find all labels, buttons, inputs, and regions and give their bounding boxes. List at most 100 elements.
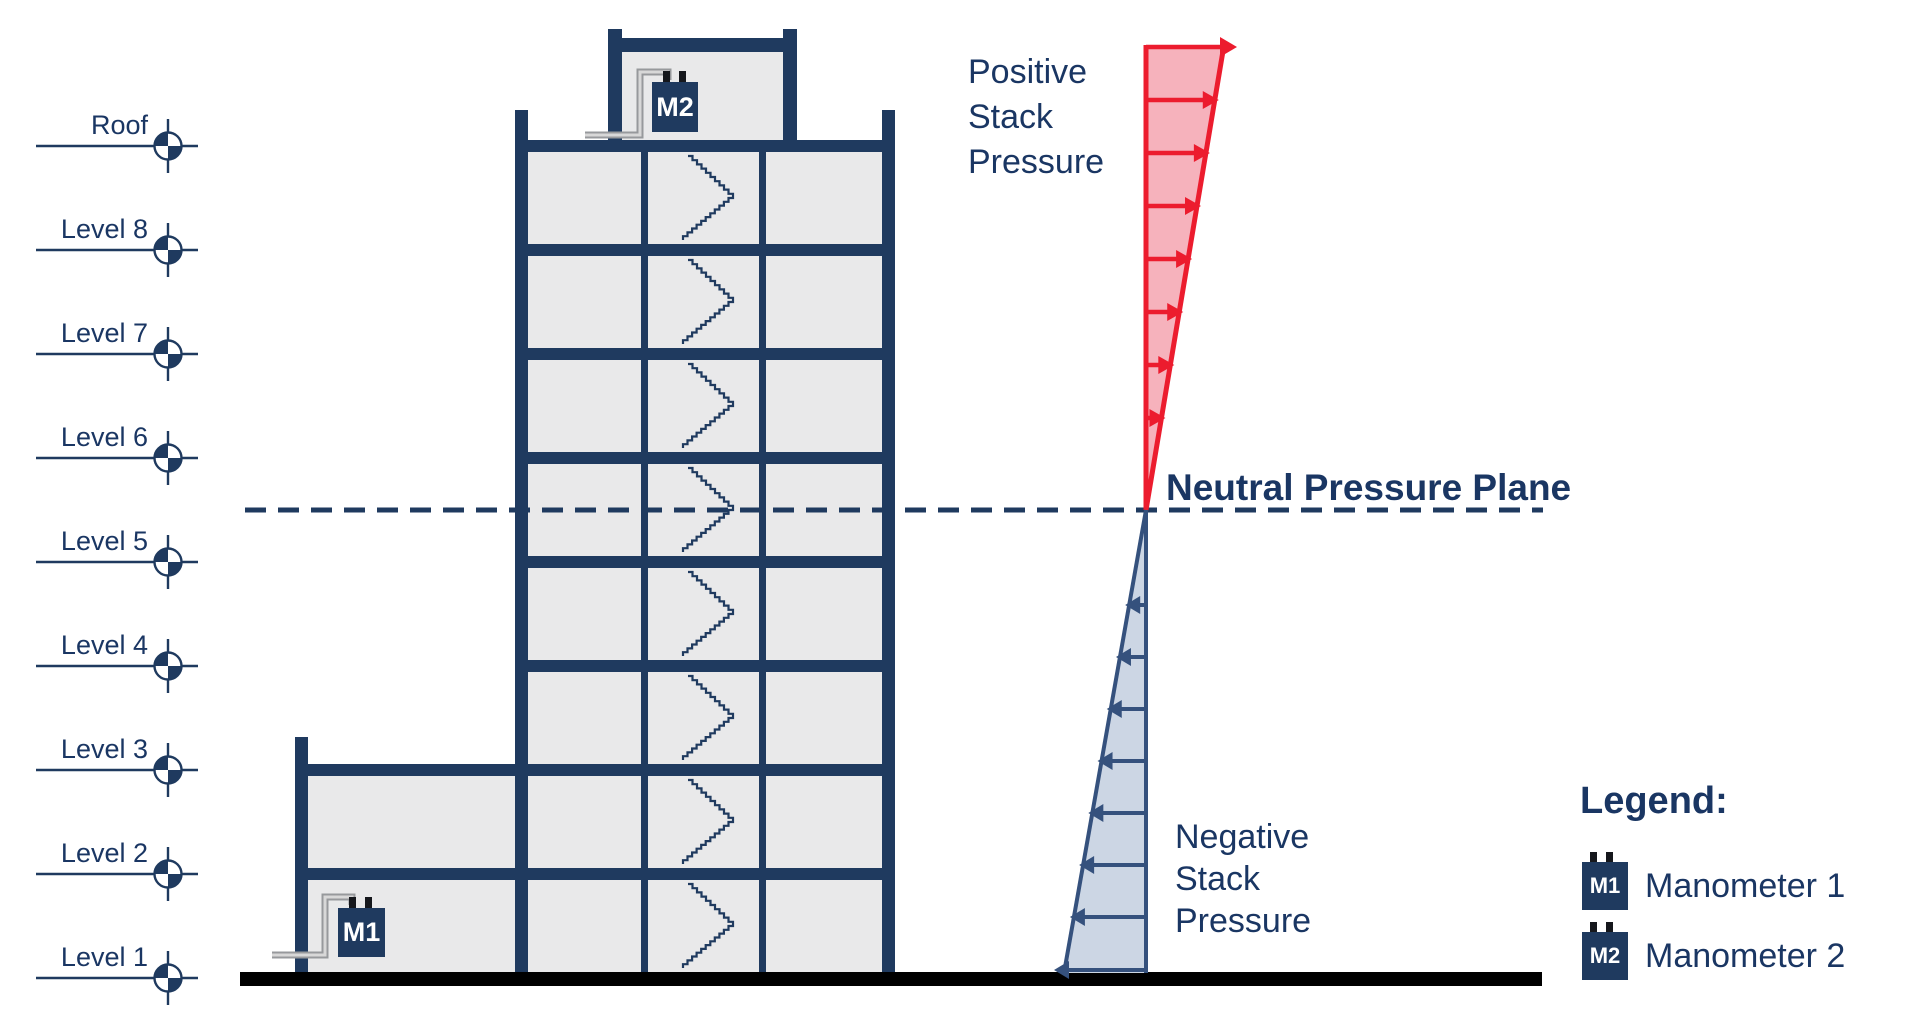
negative-stack-pressure-label: Negative Stack Pressure <box>1175 818 1312 940</box>
m1-prong-right <box>365 897 372 908</box>
negative-pressure-arrow-head <box>1088 804 1104 822</box>
negative-pressure-arrow-head <box>1115 648 1131 666</box>
floor-slab-level2 <box>295 868 895 880</box>
datum-quadrant-se <box>168 770 182 784</box>
stair-zigzag <box>681 258 735 344</box>
positive-pressure-arrow-head <box>1167 303 1184 321</box>
m2-prong-left <box>663 71 670 82</box>
stair-shaft-wall-right <box>759 152 766 972</box>
level-label: Level 8 <box>60 214 148 244</box>
legend-manometer-1-label: Manometer 1 <box>1645 867 1846 905</box>
penthouse-wall-left <box>608 29 622 140</box>
m2-prong-right <box>679 71 686 82</box>
tower-wall-right <box>882 110 895 972</box>
floor-slab-level8 <box>515 244 895 256</box>
floor-slab-level4 <box>515 660 895 672</box>
datum-quadrant-nw <box>154 756 168 770</box>
negative-pressure-arrow-head <box>1106 700 1122 718</box>
legend-m2-prong-right <box>1606 922 1613 933</box>
level-label: Level 3 <box>60 734 148 764</box>
level-label: Level 4 <box>60 630 148 660</box>
manometer-m1-label: M1 <box>342 917 381 947</box>
datum-quadrant-nw <box>154 652 168 666</box>
stair-zigzag <box>681 674 735 760</box>
tower-wall-left <box>515 110 528 972</box>
level-marker <box>36 119 198 173</box>
datum-quadrant-nw <box>154 444 168 458</box>
m1-prong-left <box>349 897 356 908</box>
stair-zigzags <box>681 154 735 968</box>
datum-quadrant-se <box>168 250 182 264</box>
negative-stack-pressure-triangle <box>1054 509 1148 979</box>
datum-quadrant-se <box>168 666 182 680</box>
level-marker <box>36 743 198 797</box>
positive-pressure-arrow-head <box>1220 37 1237 57</box>
stair-zigzag <box>681 570 735 656</box>
legend-manometer-2-icon: M2 <box>1582 932 1628 980</box>
legend-manometer-1-icon: M1 <box>1582 862 1628 910</box>
floor-slab-level7 <box>515 348 895 360</box>
penthouse-interior <box>608 38 797 140</box>
legend-m1-prong-left <box>1590 852 1597 863</box>
tower-roof-slab <box>515 140 895 152</box>
level-label: Level 7 <box>60 318 148 348</box>
level-marker <box>36 847 198 901</box>
positive-pressure-arrow-head <box>1158 356 1175 374</box>
stair-zigzag <box>681 362 735 448</box>
negative-pressure-arrow-head <box>1069 908 1085 926</box>
level-marker <box>36 327 198 381</box>
datum-quadrant-se <box>168 562 182 576</box>
positive-pressure-arrow-head <box>1149 409 1166 427</box>
level-marker <box>36 223 198 277</box>
positive-pressure-arrow-head <box>1193 144 1210 162</box>
datum-quadrant-nw <box>154 964 168 978</box>
positive-stack-pressure-triangle <box>1143 37 1237 511</box>
datum-quadrant-se <box>168 978 182 992</box>
positive-stack-pressure-label: Positive Stack Pressure <box>968 53 1105 181</box>
datum-quadrant-se <box>168 874 182 888</box>
legend-title: Legend: <box>1580 780 1728 822</box>
negative-pressure-arrow-head <box>1125 596 1141 614</box>
legend-m2-prong-left <box>1590 922 1597 933</box>
stair-zigzag <box>681 466 735 552</box>
floor-slab-level3-podium-roof <box>295 764 895 776</box>
negative-pressure-arrow-head <box>1079 856 1095 874</box>
level-label: Level 1 <box>60 942 148 972</box>
level-marker <box>36 431 198 485</box>
datum-quadrant-se <box>168 458 182 472</box>
level-label: Level 2 <box>60 838 148 868</box>
negative-pressure-arrow-head <box>1097 752 1113 770</box>
datum-quadrant-nw <box>154 236 168 250</box>
negative-pressure-arrow-head <box>1054 961 1069 979</box>
level-label: Level 5 <box>60 526 148 556</box>
datum-quadrant-nw <box>154 860 168 874</box>
ground-line <box>240 972 1542 986</box>
datum-quadrant-nw <box>154 340 168 354</box>
floor-slab-level6 <box>515 452 895 464</box>
level-markers <box>36 119 198 1005</box>
level-label: Level 6 <box>60 422 148 452</box>
positive-pressure-arrow-head <box>1202 91 1219 109</box>
legend-manometer-2-label: Manometer 2 <box>1645 937 1846 975</box>
level-marker <box>36 639 198 693</box>
stair-zigzag <box>681 882 735 968</box>
manometer-m2-label: M2 <box>656 91 694 122</box>
podium-wall-left <box>295 737 308 972</box>
datum-quadrant-nw <box>154 132 168 146</box>
legend-m1-prong-right <box>1606 852 1613 863</box>
datum-quadrant-se <box>168 146 182 160</box>
datum-quadrant-nw <box>154 548 168 562</box>
manometer-m1: M1 <box>338 908 385 957</box>
level-label: Roof <box>90 110 148 140</box>
stair-zigzag <box>681 154 735 240</box>
manometer-m2: M2 <box>652 82 698 132</box>
penthouse-roof-slab <box>608 38 797 52</box>
positive-pressure-arrow-head <box>1184 197 1201 215</box>
level-marker <box>36 951 198 1005</box>
datum-quadrant-se <box>168 354 182 368</box>
neutral-pressure-plane-label: Neutral Pressure Plane <box>1166 467 1572 508</box>
building-section <box>295 29 895 972</box>
level-marker <box>36 535 198 589</box>
